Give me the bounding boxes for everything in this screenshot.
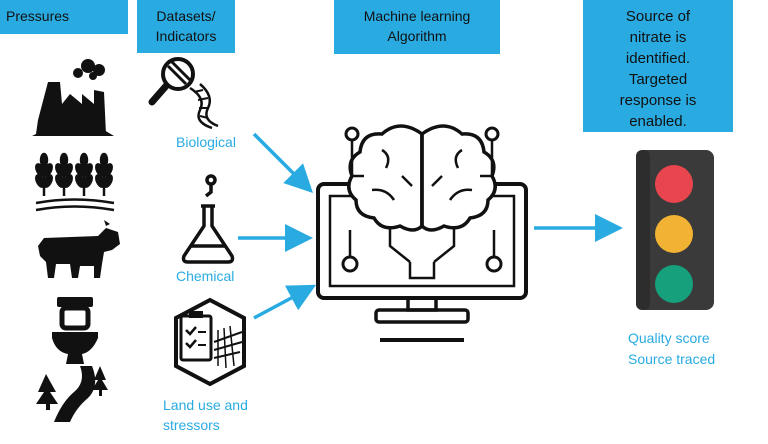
source-box: Source of nitrate is identified. Targete… — [583, 0, 733, 132]
dna-magnifier-icon — [148, 57, 219, 130]
source-line: enabled. — [629, 113, 687, 130]
cow-icon — [38, 220, 120, 278]
arrow-biological — [252, 132, 313, 193]
brain-monitor-icon — [316, 124, 528, 342]
toilet-icon — [52, 297, 98, 364]
label-chemical: Chemical — [176, 268, 235, 284]
label-quality-line2: Source traced — [628, 351, 716, 367]
datasets-header: Datasets/ Indicators — [137, 0, 235, 53]
arrows — [238, 132, 623, 320]
label-biological: Biological — [176, 134, 236, 150]
flask-icon — [181, 174, 235, 264]
ml-header: Machine learning Algorithm — [334, 0, 500, 54]
label-quality: Quality score Source traced — [628, 328, 715, 370]
label-quality-line1: Quality score — [628, 330, 710, 346]
arrow-landuse — [253, 284, 317, 320]
ml-title-line1: Machine learning — [363, 8, 471, 24]
source-line: Source of — [625, 8, 691, 25]
wheat-icon — [35, 152, 115, 212]
clipboard-field-icon — [174, 297, 246, 387]
source-line: identified. — [625, 50, 691, 67]
source-line: nitrate is — [629, 29, 687, 46]
river-trees-icon — [36, 366, 108, 422]
traffic-light-icon — [636, 150, 714, 310]
ml-title-line2: Algorithm — [387, 28, 447, 44]
label-land-use-line2: stressors — [163, 417, 220, 433]
factory-icon — [32, 59, 114, 136]
pressures-header: Pressures — [0, 0, 128, 34]
source-line: response is — [619, 92, 697, 109]
source-line: Targeted — [628, 71, 688, 88]
label-land-use-line1: Land use and — [163, 397, 248, 413]
datasets-title-line1: Datasets/ — [156, 8, 216, 24]
label-land-use: Land use and stressors — [163, 395, 248, 435]
pressures-title: Pressures — [6, 8, 70, 24]
datasets-title-line2: Indicators — [155, 28, 217, 44]
